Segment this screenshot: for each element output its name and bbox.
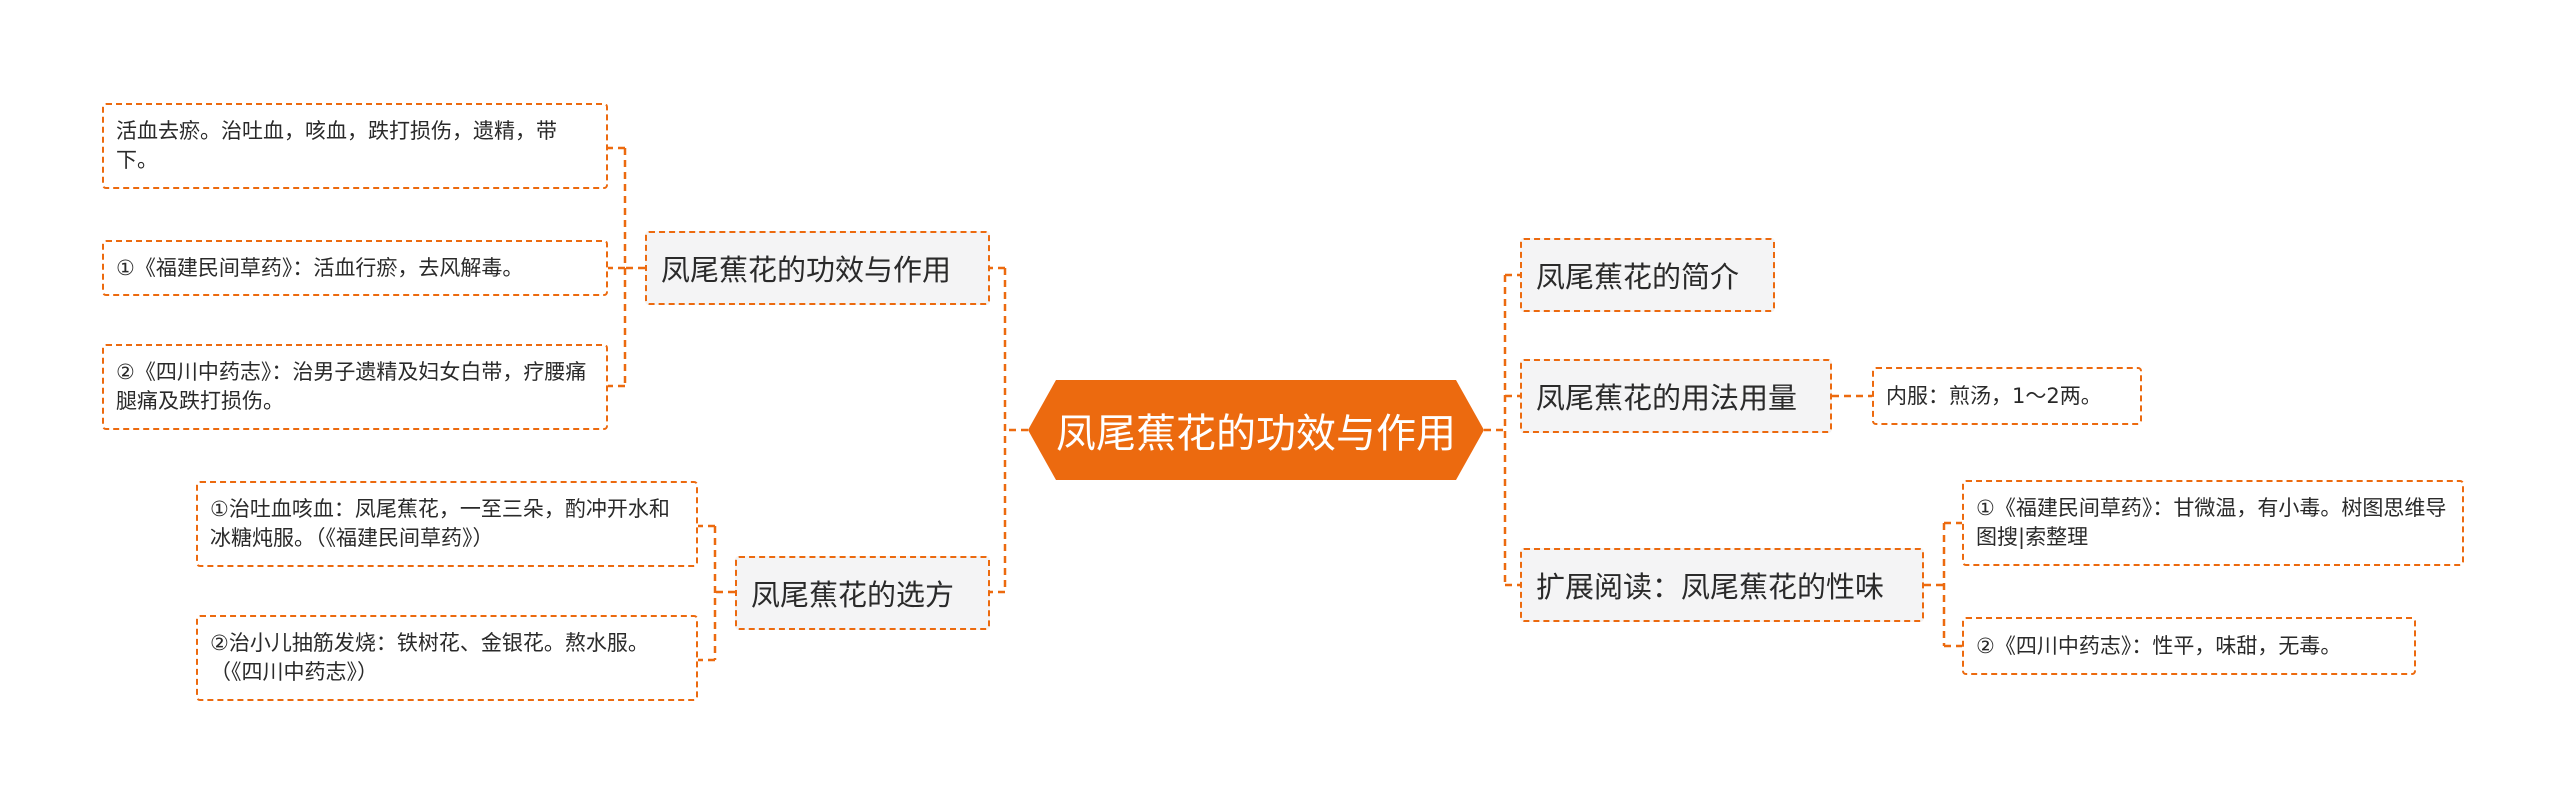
- right-leaf-properties-1[interactable]: ①《福建民间草药》：甘微温，有小毒。树图思维导图搜|索整理: [1962, 480, 2464, 566]
- connector-right-topic-3-trunk: [1924, 523, 1946, 646]
- left-topic-prescriptions-label: 凤尾蕉花的选方: [751, 578, 955, 612]
- left-topic-effects[interactable]: 凤尾蕉花的功效与作用: [645, 231, 990, 305]
- left-leaf-effects-2[interactable]: ①《福建民间草药》：活血行瘀，去风解毒。: [102, 240, 608, 296]
- right-topic-intro-label: 凤尾蕉花的简介: [1536, 260, 1740, 294]
- left-topic-prescriptions[interactable]: 凤尾蕉花的选方: [735, 556, 990, 630]
- left-leaf-prescriptions-2[interactable]: ②治小儿抽筋发烧：铁树花、金银花。熬水服。（《四川中药志》）: [196, 615, 698, 701]
- right-topic-properties[interactable]: 扩展阅读：凤尾蕉花的性味: [1520, 548, 1924, 622]
- right-topic-intro[interactable]: 凤尾蕉花的简介: [1520, 238, 1775, 312]
- right-topic-usage-label: 凤尾蕉花的用法用量: [1536, 381, 1798, 415]
- connector-left-topic-2-trunk: [713, 526, 735, 660]
- root-topic-label: 凤尾蕉花的功效与作用: [1056, 411, 1456, 457]
- left-leaf-effects-3[interactable]: ②《四川中药志》：治男子遗精及妇女白带，疗腰痛腿痛及跌打损伤。: [102, 344, 608, 430]
- right-leaf-usage-1[interactable]: 内服：煎汤，1～2两。: [1872, 367, 2142, 425]
- right-topic-properties-label: 扩展阅读：凤尾蕉花的性味: [1536, 570, 1885, 604]
- right-topic-usage[interactable]: 凤尾蕉花的用法用量: [1520, 359, 1832, 433]
- connector-root-left-trunk: [1003, 268, 1028, 592]
- left-leaf-effects-1[interactable]: 活血去瘀。治吐血，咳血，跌打损伤，遗精，带下。: [102, 103, 608, 189]
- right-leaf-properties-2[interactable]: ②《四川中药志》：性平，味甜，无毒。: [1962, 617, 2416, 675]
- root-topic[interactable]: 凤尾蕉花的功效与作用: [1028, 380, 1484, 480]
- connector-left-topic-1-trunk: [623, 148, 645, 386]
- left-topic-effects-label: 凤尾蕉花的功效与作用: [661, 253, 952, 287]
- connector-root-right-trunk: [1484, 275, 1507, 585]
- left-leaf-prescriptions-1[interactable]: ①治吐血咳血：凤尾蕉花，一至三朵，酌冲开水和冰糖炖服。（《福建民间草药》）: [196, 481, 698, 567]
